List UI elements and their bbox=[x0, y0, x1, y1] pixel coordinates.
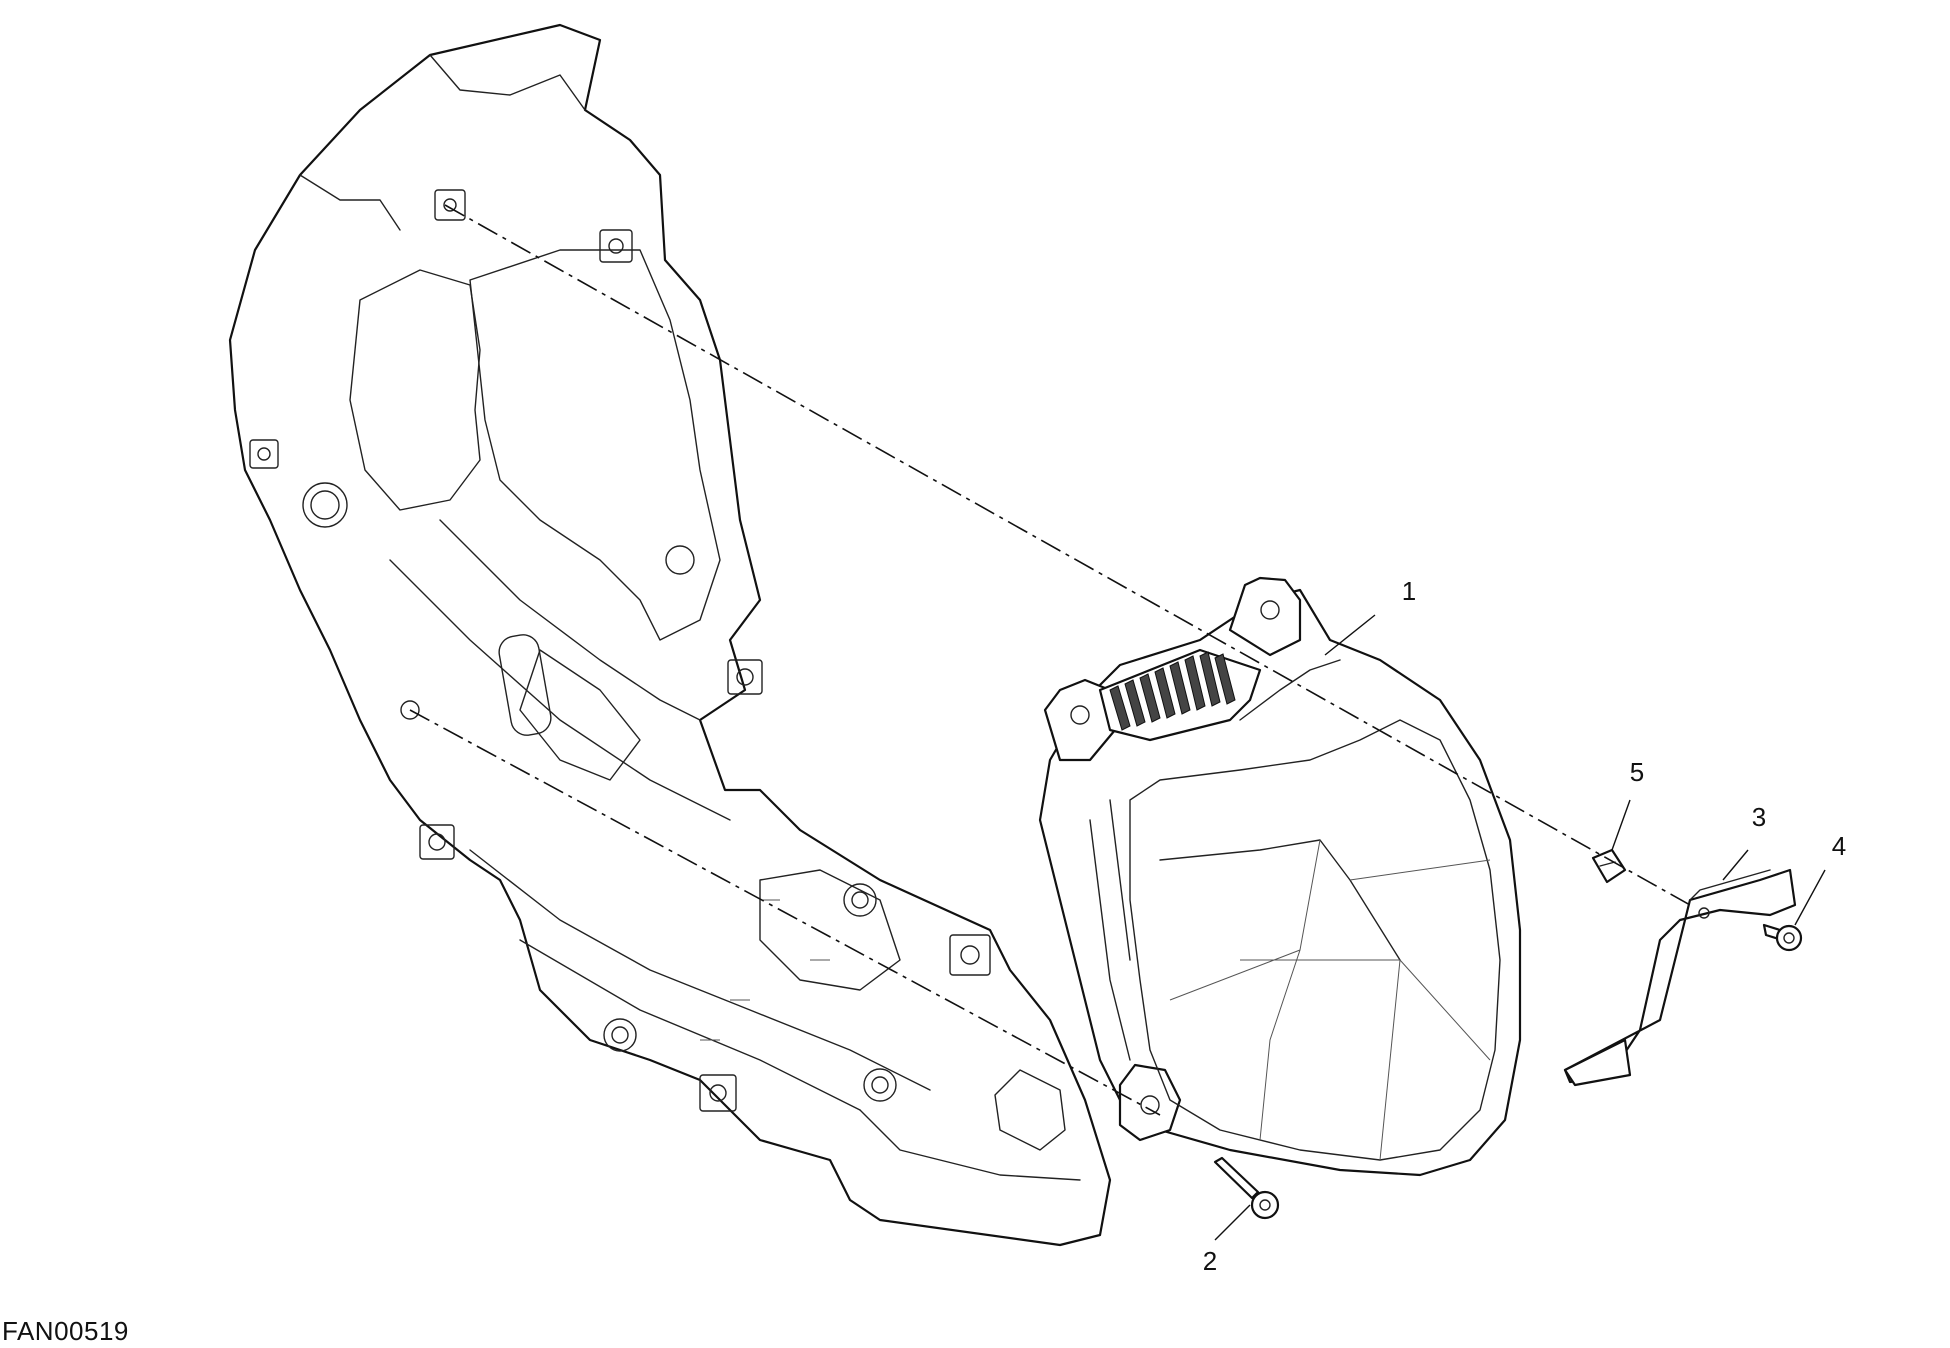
callout-4: 4 bbox=[1832, 831, 1846, 861]
callout-leaders bbox=[1214, 614, 1826, 1241]
headlight-support-frame bbox=[228, 23, 1112, 1247]
headlight-assembly bbox=[1038, 576, 1522, 1177]
screw-long bbox=[1213, 1156, 1280, 1220]
callout-5: 5 bbox=[1630, 757, 1644, 787]
heatsink-fins bbox=[1109, 651, 1236, 731]
bracket bbox=[1563, 868, 1797, 1087]
drawing-code-label: FAN00519 bbox=[2, 1316, 129, 1346]
callout-2: 2 bbox=[1203, 1246, 1217, 1276]
speed-nut bbox=[1591, 848, 1627, 884]
callout-1: 1 bbox=[1402, 576, 1416, 606]
screw-small bbox=[1762, 923, 1803, 952]
callout-3: 3 bbox=[1752, 802, 1766, 832]
alignment-lines bbox=[409, 204, 1691, 1116]
